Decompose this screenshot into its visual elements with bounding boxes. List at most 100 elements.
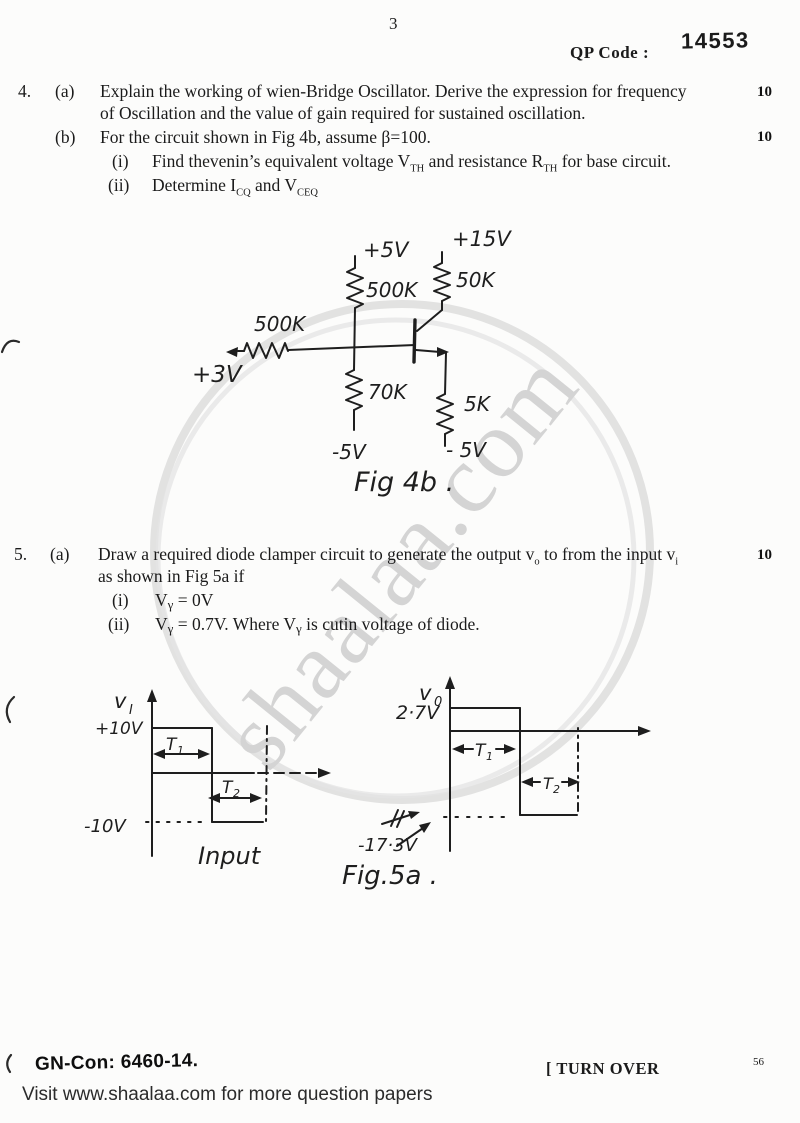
label-r-500k: 500K: [366, 278, 419, 302]
qp-code-label: QP Code :: [570, 43, 650, 62]
subscript: i: [675, 556, 679, 568]
resistor-70k: [345, 369, 363, 411]
fig4b-caption: Fig 4b .: [354, 467, 454, 498]
input-axis-label: v: [114, 689, 127, 713]
q4a-label: (a): [55, 81, 75, 101]
q5a-label: (a): [50, 544, 70, 564]
subscript: CQ: [236, 187, 251, 199]
q4b-ii-text: Determine ICQ and VCEQ: [152, 174, 318, 199]
text-segment: Draw a required diode clamper circuit to…: [98, 544, 535, 564]
label-t2: T: [543, 774, 554, 793]
text-segment: is cutin voltage of diode.: [301, 614, 480, 634]
text-segment: = 0V: [173, 590, 214, 610]
input-arrowhead: [226, 347, 238, 357]
text-segment: Find thevenin’s equivalent voltage V: [152, 151, 411, 171]
qp-code-value: 14553: [680, 27, 750, 54]
circuit-fig4b: +5V +15V 500K 50K 500K +3V 70K 5K -5V - …: [192, 227, 512, 498]
label-t1-sub: 1: [486, 750, 493, 763]
q4a-line1: Explain the working of wien-Bridge Oscil…: [100, 81, 687, 101]
q4a-marks: 10: [757, 84, 772, 100]
label-plus10v: +10V: [95, 719, 144, 739]
subscript: TH: [543, 163, 558, 175]
q5a-marks: 10: [757, 547, 772, 563]
label-minus17-3v: -17·3V: [358, 835, 419, 856]
text-segment: for base circuit.: [557, 151, 672, 171]
scan-artifacts: [0, 339, 21, 1074]
subscript: TH: [410, 163, 425, 175]
q4b-marks: 10: [757, 129, 772, 145]
emitter-arrowhead: [437, 347, 449, 357]
output-axis-sub: 0: [434, 695, 442, 710]
text-segment: and resistance R: [424, 151, 544, 171]
input-axis-sub: I: [129, 703, 133, 718]
y-axis-arrowhead: [147, 689, 157, 702]
label-r-50k: 50K: [456, 268, 496, 292]
label-t1-sub: 1: [177, 744, 184, 757]
text-segment: and V: [250, 175, 297, 195]
x-axis-arrowhead: [638, 726, 651, 736]
label-r-70k: 70K: [368, 380, 408, 404]
resistor-500k-input: [243, 342, 289, 359]
footer-visit-line: Visit www.shaalaa.com for more question …: [22, 1084, 433, 1105]
q5a-i-label: (i): [112, 590, 129, 610]
y-axis-arrowhead: [445, 676, 455, 689]
q4-number: 4.: [18, 81, 32, 101]
hash-slash: [390, 809, 399, 827]
q4b-i-label: (i): [112, 151, 129, 171]
x-axis-arrowhead: [318, 768, 331, 778]
label-minus5v-left: -5V: [332, 440, 367, 464]
label-r-500k-input: 500K: [254, 312, 307, 336]
footer-turn-over: [ TURN OVER: [546, 1059, 660, 1078]
label-minus5v-right: - 5V: [446, 438, 487, 462]
label-plus5v: +5V: [363, 238, 410, 262]
text-segment: = 0.7V. Where V: [173, 614, 297, 634]
waveform-input: v I +10V -10V T 1 T 2 Input: [84, 689, 331, 870]
transistor-emitter: [415, 349, 441, 353]
label-r-5k: 5K: [464, 392, 492, 416]
q5-number: 5.: [14, 544, 28, 564]
q5a-ii-text: Vγ = 0.7V. Where Vγ is cutin voltage of …: [155, 613, 480, 635]
label-plus15v: +15V: [452, 227, 512, 251]
q4b-label: (b): [55, 127, 76, 147]
transistor-base-bar: [412, 318, 417, 364]
resistor-5k: [436, 393, 454, 435]
label-minus10v: -10V: [84, 816, 127, 837]
waveform-output: v 0 2·7V T 1 T 2 -17·3V Fig.5a .: [342, 676, 651, 891]
hash-slash: [396, 810, 405, 828]
label-t1: T: [475, 741, 487, 761]
fig5a-caption: Fig.5a .: [342, 861, 438, 891]
label-t2: T: [222, 778, 234, 798]
hash-arrow: [381, 813, 414, 825]
text-segment: Determine I: [152, 175, 237, 195]
footer-exam-code: GN-Con: 6460-14.: [34, 1050, 199, 1075]
wire: [444, 352, 447, 395]
input-caption: Input: [198, 842, 262, 870]
subscript: CEQ: [297, 187, 318, 199]
base-wire: [287, 344, 416, 351]
q5a-line1: Draw a required diode clamper circuit to…: [98, 543, 679, 568]
page-number: 3: [389, 14, 398, 33]
text-segment: V: [155, 614, 168, 634]
resistor-50k: [433, 262, 451, 302]
footer-page-ref: 56: [753, 1056, 764, 1068]
resistor-500k: [346, 267, 364, 309]
label-plus3v: +3V: [192, 362, 244, 388]
label-t2-sub: 2: [553, 783, 560, 796]
q4b-i-text: Find thevenin’s equivalent voltage VTH a…: [152, 150, 672, 175]
q4a-line2: of Oscillation and the value of gain req…: [100, 103, 586, 123]
label-t1: T: [166, 735, 178, 755]
q5a-line2: as shown in Fig 5a if: [98, 566, 245, 586]
q5a-i-text: Vγ = 0V: [155, 589, 213, 611]
label-2-7v: 2·7V: [396, 702, 441, 724]
output-axis-label: v: [419, 681, 432, 705]
text-segment: V: [155, 590, 168, 610]
label-t2-sub: 2: [233, 787, 240, 800]
transistor-collector: [416, 309, 443, 332]
wave-rise-dashdot: [265, 725, 268, 823]
q5a-ii-label: (ii): [108, 614, 130, 634]
pointer-arrow: [396, 825, 427, 847]
wire: [353, 307, 356, 371]
q4b-ii-label: (ii): [108, 175, 130, 195]
q4b-text: For the circuit shown in Fig 4b, assume …: [100, 127, 431, 147]
